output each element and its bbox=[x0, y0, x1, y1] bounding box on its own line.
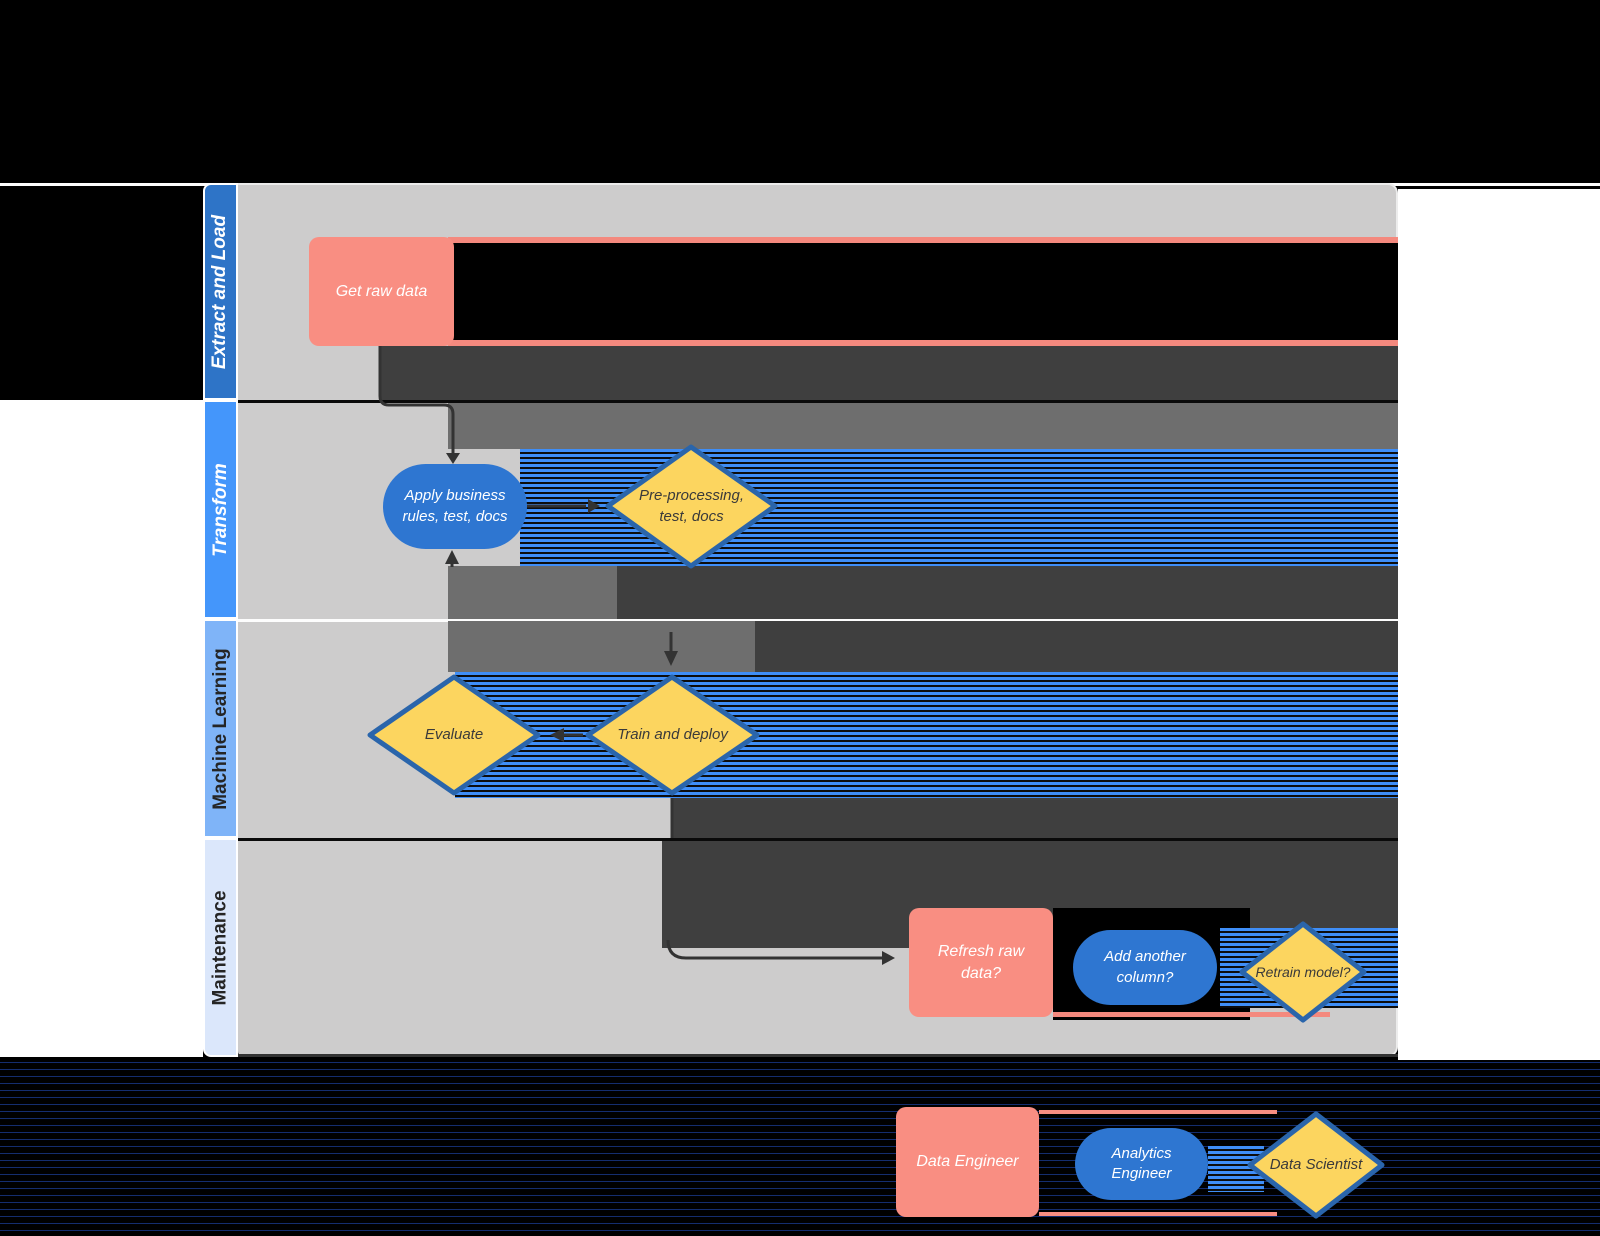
lane-header-machine-learning: Machine Learning bbox=[203, 619, 238, 838]
node-label: Refresh raw data? bbox=[937, 942, 1025, 982]
legend-artifact-line bbox=[1039, 1110, 1277, 1114]
legend-label: Data Engineer bbox=[916, 1153, 1019, 1171]
legend-artifact-line bbox=[1039, 1212, 1277, 1216]
lane-boundary bbox=[238, 619, 1398, 622]
node-label: Get raw data bbox=[335, 282, 428, 300]
lane-header-maintenance: Maintenance bbox=[203, 838, 238, 1057]
artifact-band bbox=[755, 621, 1398, 672]
lane-header-column: Extract and Load Transform Machine Learn… bbox=[203, 183, 238, 1057]
diamond-shape bbox=[605, 444, 778, 569]
node-label: Evaluate bbox=[424, 725, 484, 743]
artifact-band bbox=[448, 403, 1398, 449]
connector-arrows bbox=[378, 346, 895, 965]
artifact-band bbox=[448, 621, 755, 672]
legend-label: Analytics Engineer bbox=[1111, 1144, 1172, 1182]
background-line-right bbox=[1398, 186, 1600, 189]
arrowhead bbox=[882, 951, 895, 965]
legend-data-scientist: Data Scientist bbox=[1245, 1110, 1387, 1220]
artifact-band bbox=[617, 566, 1398, 619]
node-retrain-model: Retrain model? bbox=[1238, 920, 1368, 1024]
legend-data-engineer: Data Engineer bbox=[896, 1107, 1039, 1217]
node-label: Apply business rules, test, docs bbox=[402, 487, 508, 525]
arrowhead bbox=[446, 453, 460, 464]
node-apply-business-rules: Apply business rules, test, docs bbox=[383, 464, 527, 549]
lane-header-extract-and-load: Extract and Load bbox=[203, 183, 238, 400]
artifact-band bbox=[448, 238, 1398, 346]
node-label: Add another column? bbox=[1104, 948, 1186, 986]
artifact-band bbox=[448, 340, 1398, 346]
edge-train-to-refresh-lower bbox=[666, 939, 884, 960]
node-evaluate: Evaluate bbox=[365, 673, 543, 797]
diamond-shape bbox=[1247, 1111, 1385, 1219]
node-label: Train and deploy bbox=[617, 725, 728, 743]
artifact-band bbox=[1053, 1012, 1330, 1017]
node-train-and-deploy: Train and deploy bbox=[583, 673, 762, 797]
background-right-white bbox=[1398, 189, 1600, 1060]
arrowhead bbox=[550, 728, 564, 742]
node-pre-processing: Pre-processing, test, docs bbox=[603, 443, 780, 570]
background-left-white bbox=[0, 400, 203, 1057]
artifact-band bbox=[448, 566, 617, 619]
diagram-bottom-edge bbox=[238, 1054, 1398, 1057]
diamond-shape bbox=[367, 674, 541, 796]
lane-header-transform: Transform bbox=[203, 400, 238, 619]
legend-analytics-engineer: Analytics Engineer bbox=[1075, 1128, 1208, 1200]
arrowhead bbox=[588, 499, 600, 513]
lane-boundary bbox=[238, 400, 1398, 403]
node-add-another-column: Add another column? bbox=[1073, 930, 1217, 1005]
arrowhead bbox=[445, 550, 459, 564]
artifact-band bbox=[672, 798, 1398, 838]
lane-boundary bbox=[238, 838, 1398, 841]
artifact-band bbox=[448, 237, 1398, 243]
diamond-shape bbox=[1239, 921, 1367, 1023]
arrowhead bbox=[664, 651, 678, 666]
swimlane-diagram: Extract and Load Transform Machine Learn… bbox=[203, 183, 1398, 1057]
node-label: Retrain model? bbox=[1255, 963, 1351, 980]
diamond-shape bbox=[585, 674, 760, 796]
node-label: Pre-processing, test, docs bbox=[638, 487, 745, 525]
artifact-band bbox=[380, 346, 1398, 400]
node-get-raw-data: Get raw data bbox=[309, 237, 454, 346]
node-refresh-raw-data: Refresh raw data? bbox=[909, 908, 1053, 1017]
edge-getraw-to-applyrules bbox=[378, 346, 455, 453]
legend-label: Data Scientist bbox=[1269, 1155, 1363, 1173]
